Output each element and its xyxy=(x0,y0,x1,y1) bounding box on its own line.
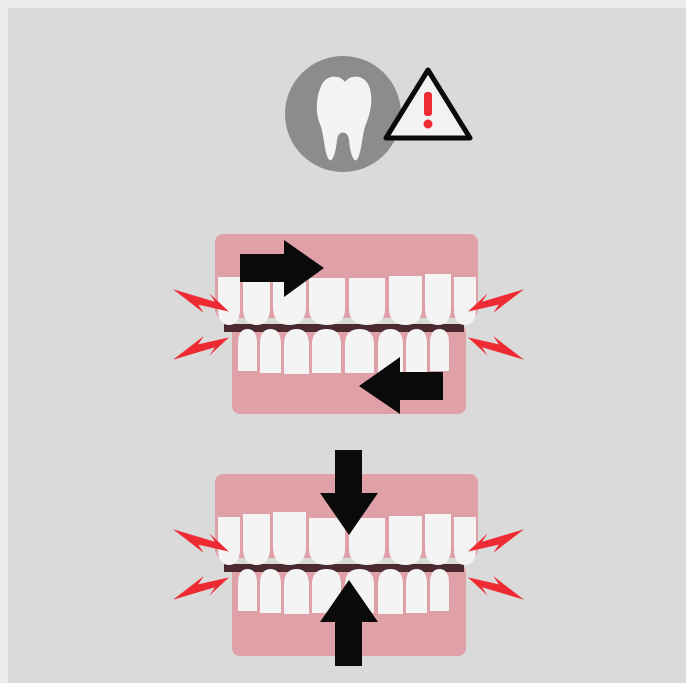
grinding-teeth-diagram xyxy=(173,234,524,414)
pain-lightning-icon xyxy=(173,336,229,360)
bite-line xyxy=(224,324,464,332)
bite-line xyxy=(224,564,464,572)
pain-lightning-icon xyxy=(468,336,524,360)
pain-lightning-icon xyxy=(173,576,229,600)
clenching-teeth-diagram xyxy=(173,450,524,666)
tooth-warning-badge xyxy=(285,56,470,172)
pain-lightning-icon xyxy=(468,576,524,600)
